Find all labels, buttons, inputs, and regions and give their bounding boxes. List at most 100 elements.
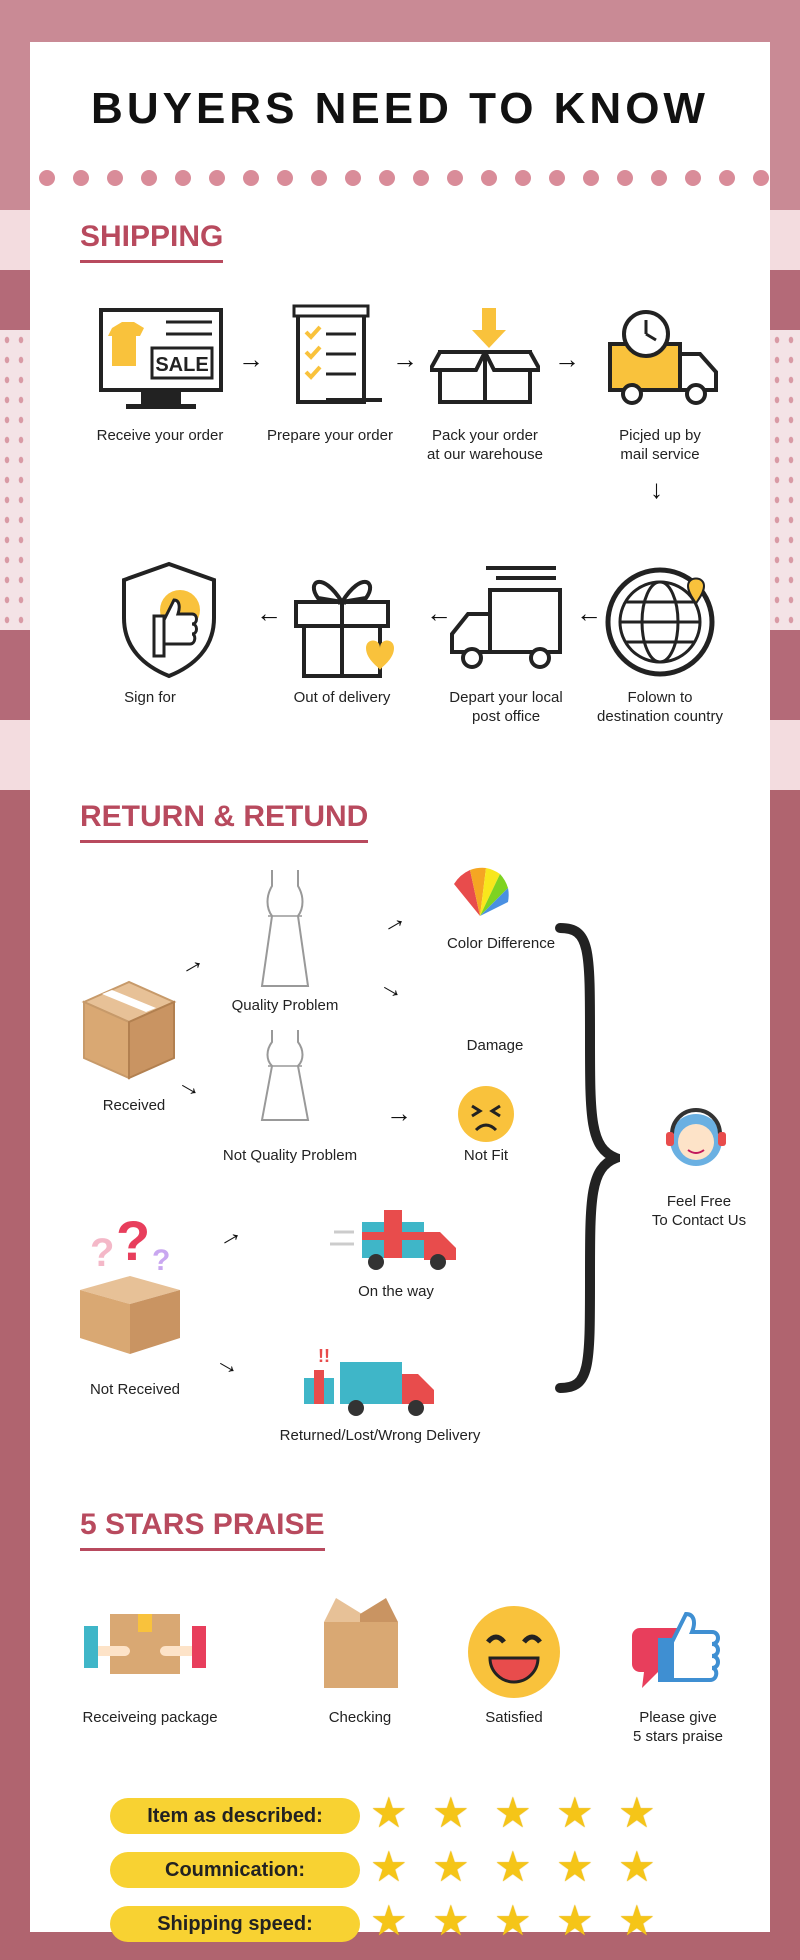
box-closed-icon	[81, 980, 177, 1080]
not-quality-problem-label: Not Quality Problem	[222, 1147, 358, 1164]
praise-label-receiving: Receiveing package	[82, 1709, 218, 1726]
gift-icon	[294, 579, 394, 678]
star-rating-row: ★ ★ ★ ★ ★	[370, 1788, 710, 1837]
star-icon: ★	[556, 1897, 594, 1944]
star-icon: ★	[432, 1789, 470, 1836]
step-label-follow: Folown to destination country	[597, 689, 723, 725]
step-label-sign: Sign for	[124, 689, 176, 706]
box-icon	[430, 308, 540, 404]
sale-text: SALE	[155, 354, 208, 376]
dress-icon	[260, 1030, 310, 1121]
praise-label-give-stars: Please give 5 stars praise	[632, 1709, 724, 1745]
divider-dot	[481, 170, 497, 186]
praise-label-satisfied: Satisfied	[485, 1709, 543, 1726]
received-label: Received	[102, 1097, 166, 1114]
arrow-right: →	[238, 344, 264, 374]
on-the-way-label: On the way	[358, 1283, 434, 1300]
contact-label: Feel Free To Contact Us	[651, 1193, 747, 1229]
truck-icon	[450, 566, 562, 669]
arrow-right: →	[554, 344, 580, 374]
arrow-down: ↓	[650, 474, 663, 504]
star-icon: ★	[556, 1843, 594, 1890]
quality-problem-label: Quality Problem	[231, 997, 339, 1014]
star-icon: ★	[618, 1843, 656, 1890]
returned-label: Returned/Lost/Wrong Delivery	[279, 1427, 481, 1444]
return-heading: RETURN & RETUND	[80, 800, 369, 843]
star-icon: ★	[494, 1897, 532, 1944]
smiley-icon	[468, 1606, 560, 1698]
not-received-label: Not Received	[89, 1381, 181, 1398]
praise-label-checking: Checking	[328, 1709, 392, 1726]
divider-dot	[617, 170, 633, 186]
divider-dot	[549, 170, 565, 186]
svg-text:?: ?	[152, 1244, 170, 1277]
dress-icon	[260, 870, 310, 987]
divider-dot	[447, 170, 463, 186]
divider-dot	[243, 170, 259, 186]
divider-dot	[753, 170, 769, 186]
step-label-depart: Depart your local post office	[449, 689, 563, 725]
step-label-pack: Pack your order at our warehouse	[427, 427, 543, 463]
star-icon: ★	[370, 1897, 408, 1944]
divider-dot	[651, 170, 667, 186]
arrow-left: ←	[256, 598, 282, 628]
step-label-prepare: Prepare your order	[267, 427, 393, 444]
globe-icon	[605, 567, 715, 677]
color-swatch-icon	[454, 867, 509, 916]
divider-dot	[107, 170, 123, 186]
star-icon: ★	[370, 1843, 408, 1890]
upset-face-icon	[458, 1086, 514, 1142]
thumbs-up-chat-icon	[632, 1611, 720, 1688]
computer-sale-icon: SALE	[99, 308, 223, 409]
divider-dot	[73, 170, 89, 186]
arrow-up-right: →	[373, 901, 412, 941]
divider-dot	[39, 170, 55, 186]
arrow-right: →	[386, 1098, 412, 1128]
divider-dot	[141, 170, 157, 186]
divider-dot	[583, 170, 599, 186]
divider-dot	[413, 170, 429, 186]
damage-label: Damage	[466, 1037, 524, 1054]
arrow-left: ←	[426, 598, 452, 628]
svg-text:?: ?	[90, 1231, 114, 1275]
delivery-truck-icon	[608, 310, 718, 405]
star-rating-row: ★★★★★	[370, 1896, 710, 1945]
star-icon: ★	[432, 1843, 470, 1890]
color-difference-label: Color Difference	[446, 935, 556, 952]
svg-text:!!: !!	[318, 1346, 330, 1366]
rating-label-shipping: Shipping speed:	[110, 1906, 360, 1942]
star-icon: ★	[494, 1843, 532, 1890]
svg-text:?: ?	[116, 1218, 150, 1272]
step-label-pickup: Picjed up by mail service	[619, 427, 701, 463]
support-agent-icon	[666, 1108, 726, 1166]
divider-dot	[515, 170, 531, 186]
divider-dot	[277, 170, 293, 186]
divider-dot	[175, 170, 191, 186]
info-card: BUYERS NEED TO KNOW SHIPPING SALE → → →	[30, 42, 770, 1944]
praise-heading: 5 STARS PRAISE	[80, 1508, 325, 1551]
delivery-problem-truck-icon: !!	[304, 1346, 434, 1416]
rating-label-communication: Coumnication:	[110, 1852, 360, 1888]
star-icon: ★	[370, 1789, 408, 1836]
star-icon: ★	[494, 1789, 532, 1836]
gift-truck-icon	[330, 1210, 456, 1270]
package-hands-icon	[84, 1614, 206, 1674]
curly-brace	[555, 923, 620, 1393]
step-label-receive: Receive your order	[96, 427, 224, 444]
arrow-left: ←	[576, 598, 602, 628]
star-icon: ★	[618, 1789, 656, 1836]
divider-dot	[719, 170, 735, 186]
arrow-right: →	[392, 344, 418, 374]
star-icon: ★	[432, 1897, 470, 1944]
star-icon: ★	[556, 1789, 594, 1836]
divider-dot	[209, 170, 225, 186]
dot-divider	[30, 168, 770, 188]
open-box-icon	[324, 1598, 398, 1688]
divider-dot	[685, 170, 701, 186]
checklist-icon	[292, 304, 382, 404]
divider-dot	[379, 170, 395, 186]
star-rating-row: ★ ★ ★ ★ ★	[370, 1842, 710, 1891]
page-title: BUYERS NEED TO KNOW	[91, 84, 709, 133]
arrow-down-right: →	[210, 1343, 249, 1383]
shipping-heading: SHIPPING	[80, 220, 224, 263]
